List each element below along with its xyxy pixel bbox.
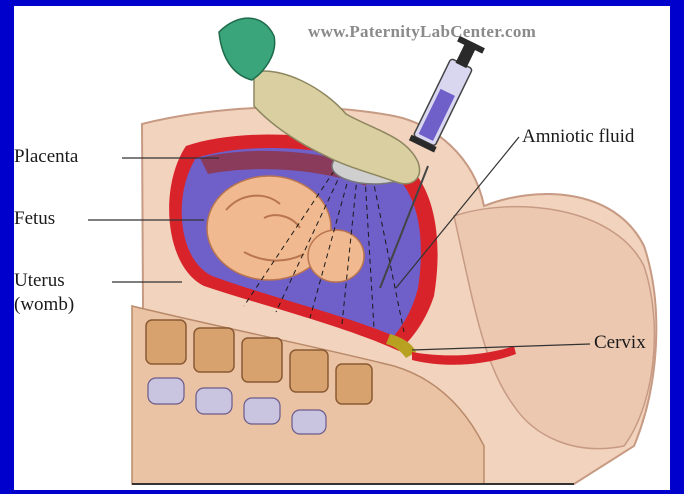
diagram-canvas: www.PaternityLabCenter.com Placenta Fetu… — [14, 6, 670, 490]
label-uterus: Uterus — [14, 270, 65, 292]
syringe — [409, 36, 485, 153]
watermark: www.PaternityLabCenter.com — [308, 22, 536, 42]
amniocentesis-illustration — [14, 6, 670, 490]
label-cervix: Cervix — [594, 332, 646, 354]
label-womb: (womb) — [14, 294, 74, 316]
label-fetus: Fetus — [14, 208, 55, 230]
fetus-head — [308, 230, 364, 282]
label-placenta: Placenta — [14, 146, 78, 168]
label-amniotic-fluid: Amniotic fluid — [522, 126, 634, 148]
